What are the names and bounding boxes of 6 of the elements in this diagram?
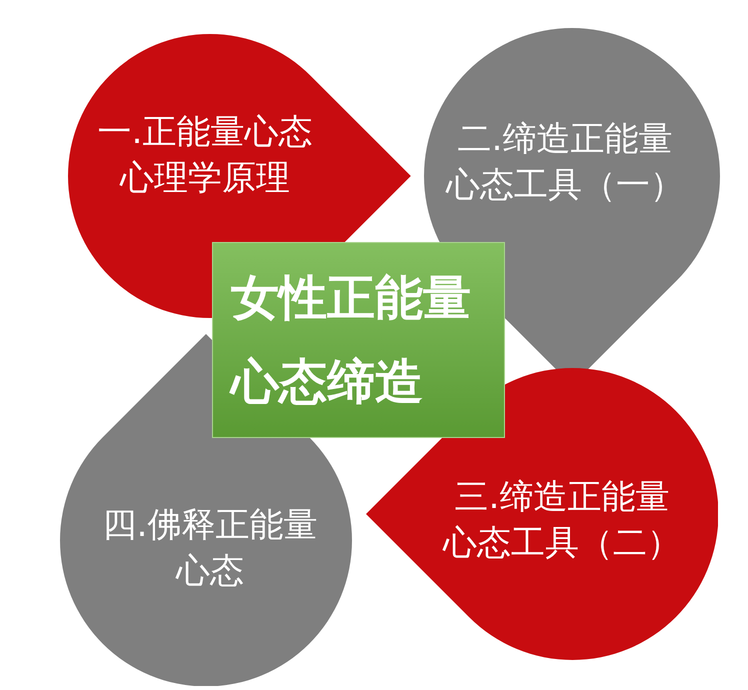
node-text: 四.佛释正能量心态 [102, 504, 318, 593]
center-title: 女性正能量心态缔造 [231, 269, 472, 412]
node-text: 三.缔造正能量心态工具（二） [442, 476, 682, 565]
node-text: 一.正能量心态心理学原理 [96, 111, 314, 200]
node-text: 二.缔造正能量心态工具（一） [444, 118, 685, 207]
center-square [212, 242, 505, 438]
